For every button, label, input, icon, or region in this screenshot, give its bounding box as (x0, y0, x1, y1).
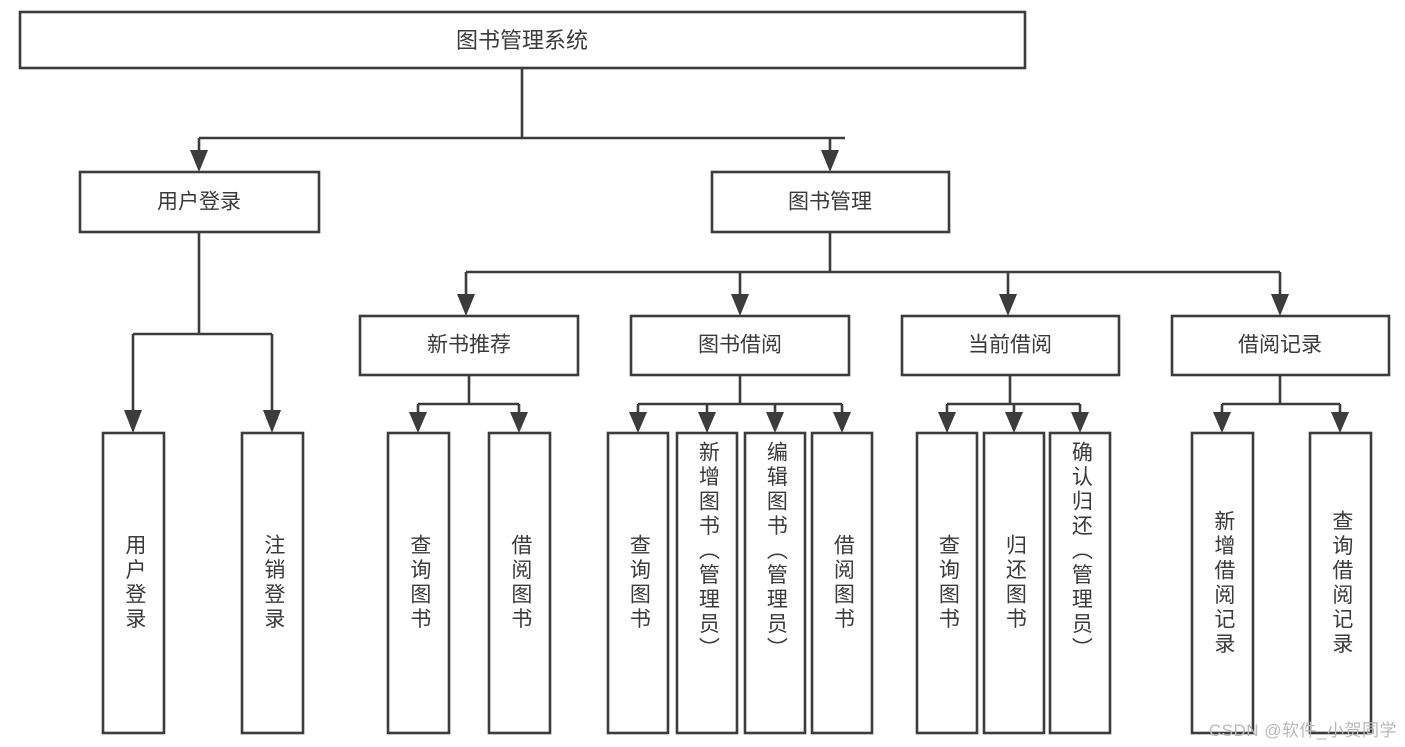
connector-borrow-record-to-leaves (1213, 375, 1349, 433)
connector-root-to-level2 (190, 68, 845, 172)
leaf-box[interactable] (1048, 431, 1112, 735)
node-new-book-recommend[interactable]: 新书推荐 (358, 314, 580, 377)
connector-book-manage-to-level3 (457, 232, 1289, 316)
leaf-box[interactable] (915, 431, 979, 735)
leaf-box[interactable] (386, 431, 451, 735)
leaf-box[interactable] (1190, 431, 1255, 735)
node-root-label: 图书管理系统 (456, 28, 588, 53)
connector-book-borrow-to-leaves (629, 375, 851, 433)
leaf-boxes-borrow-record (1190, 431, 1373, 735)
leaf-box[interactable] (487, 431, 552, 735)
node-current-borrow-label: 当前借阅 (968, 334, 1052, 357)
node-book-borrow[interactable]: 图书借阅 (629, 314, 851, 377)
node-book-borrow-label: 图书借阅 (698, 334, 782, 357)
leaf-box[interactable] (810, 431, 874, 735)
leaf-boxes-user-login (101, 431, 305, 735)
leaf-boxes-current-borrow (915, 431, 1112, 735)
node-book-management-label: 图书管理 (788, 191, 872, 214)
node-current-borrow[interactable]: 当前借阅 (900, 314, 1121, 377)
leaf-box[interactable] (101, 431, 166, 735)
leaf-box[interactable] (606, 431, 670, 735)
leaf-box[interactable] (240, 431, 305, 735)
leaf-box[interactable] (675, 431, 739, 735)
connector-current-borrow-to-leaves (938, 375, 1089, 433)
connector-new-book-to-leaves (409, 375, 528, 433)
connector-user-login-to-leaves (124, 232, 281, 433)
node-new-book-recommend-label: 新书推荐 (427, 334, 511, 357)
leaf-box[interactable] (1308, 431, 1373, 735)
leaf-box[interactable] (743, 431, 807, 735)
node-user-login-label: 用户登录 (157, 191, 241, 214)
leaf-box[interactable] (982, 431, 1046, 735)
node-book-management[interactable]: 图书管理 (710, 170, 951, 234)
watermark: CSDN @软件_小贺同学 (1208, 721, 1397, 740)
node-borrow-record[interactable]: 借阅记录 (1170, 314, 1391, 377)
leaf-boxes-book-borrow (606, 431, 874, 735)
node-user-login[interactable]: 用户登录 (78, 170, 321, 234)
leaf-boxes-new-book-recommend (386, 431, 552, 735)
node-root[interactable]: 图书管理系统 (18, 10, 1027, 70)
node-borrow-record-label: 借阅记录 (1238, 334, 1322, 357)
